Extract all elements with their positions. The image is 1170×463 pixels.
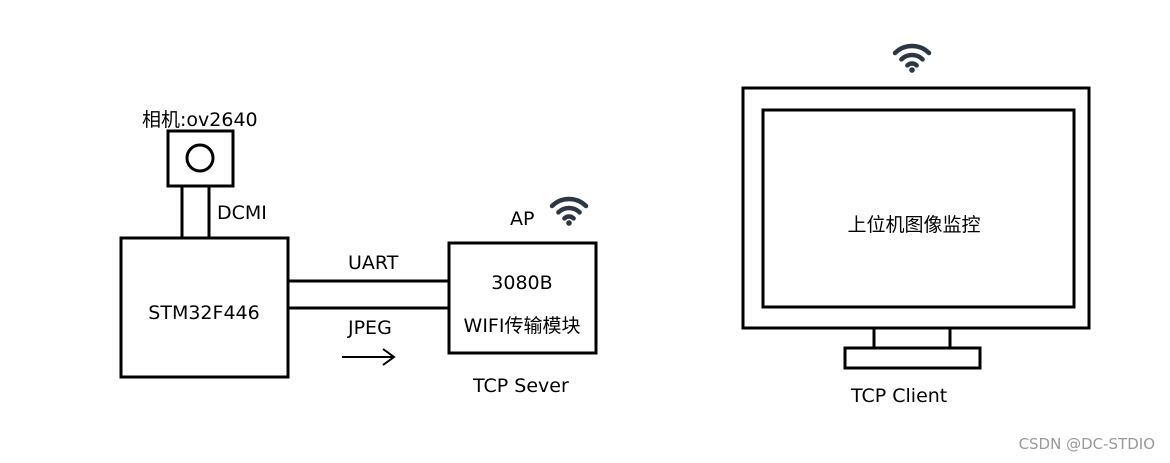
client-role-label: TCP Client: [850, 385, 947, 407]
jpeg-label: JPEG: [347, 317, 392, 339]
mcu-box: [119, 236, 290, 379]
monitor: [741, 86, 1091, 370]
wifi-module-line2: WIFI传输模块: [464, 315, 581, 337]
camera: [166, 129, 235, 188]
camera-label: 相机:ov2640: [142, 109, 258, 131]
server-role-label: TCP Sever: [472, 375, 569, 397]
monitor-screen: [761, 108, 1076, 309]
uart-label: UART: [348, 252, 399, 274]
wifi-module-line1: 3080B: [491, 272, 552, 294]
camera-body: [166, 129, 235, 188]
monitor-screen-text: 上位机图像监控: [847, 214, 980, 236]
ap-label: AP: [510, 208, 534, 230]
wifi-icon: [892, 43, 932, 73]
wifi-icon: [549, 196, 589, 226]
uart-connector: [288, 279, 449, 310]
camera-lens-icon: [185, 143, 215, 173]
monitor-neck: [872, 326, 952, 350]
wifi-module-box: [447, 241, 598, 355]
right-arrow-icon: [342, 348, 396, 366]
dcmi-label: DCMI: [217, 202, 267, 224]
monitor-base: [843, 346, 982, 370]
watermark: CSDN @DC-STDIO: [1019, 435, 1155, 453]
mcu-label: STM32F446: [148, 302, 259, 324]
dcmi-connector: [180, 186, 211, 238]
